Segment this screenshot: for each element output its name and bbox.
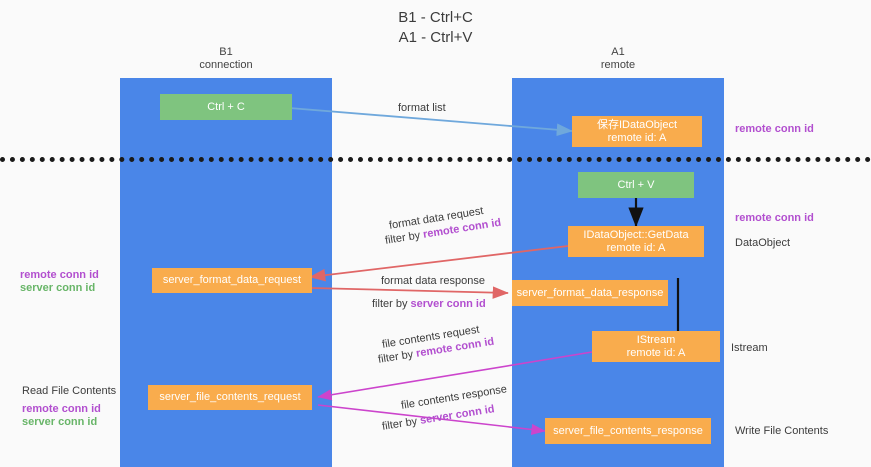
phase-divider — [0, 157, 871, 162]
page-title: B1 - Ctrl+C A1 - Ctrl+V — [0, 8, 871, 48]
column-header-right: A1 remote — [512, 46, 724, 72]
box-ctrl-c-label: Ctrl + C — [207, 100, 245, 113]
box-istream[interactable]: IStream remote id: A — [592, 331, 720, 362]
box-getdata-l1: IDataObject::GetData — [583, 228, 689, 241]
edge-label-format-data-response: format data response — [381, 275, 485, 287]
annotation-left-server-conn-id: server conn id — [20, 282, 96, 294]
box-server-file-contents-response-label: server_file_contents_response — [553, 424, 703, 437]
box-save-idataobject-l1: 保存IDataObject — [596, 118, 678, 131]
box-ctrl-c[interactable]: Ctrl + C — [160, 94, 292, 120]
box-idataobject-getdata[interactable]: IDataObject::GetData remote id: A — [568, 226, 704, 257]
annotation-left-remote-conn-id: remote conn id — [20, 269, 99, 281]
box-istream-l1: IStream — [636, 333, 676, 346]
box-save-idataobject[interactable]: 保存IDataObject remote id: A — [572, 116, 702, 147]
box-server-format-data-response-label: server_format_data_response — [516, 286, 664, 299]
box-ctrl-v-label: Ctrl + V — [617, 178, 655, 191]
annotation-right-mid-remote-conn-id: remote conn id — [735, 212, 814, 224]
edge-label-format-list: format list — [398, 102, 446, 114]
filter-prefix: filter by — [372, 298, 411, 310]
edge-label-format-data-response-filter: filter by server conn id — [372, 297, 486, 312]
column-right-name: A1 — [611, 46, 625, 58]
box-server-file-contents-response[interactable]: server_file_contents_response — [545, 418, 711, 444]
column-header-left: B1 connection — [120, 46, 332, 72]
box-server-file-contents-request[interactable]: server_file_contents_request — [148, 385, 312, 410]
box-save-idataobject-l2: remote id: A — [607, 131, 667, 144]
annotation-bottom-remote-conn-id: remote conn id — [22, 403, 101, 415]
annotation-write-file-contents: Write File Contents — [735, 425, 829, 437]
title-line-1: B1 - Ctrl+C — [398, 9, 473, 26]
filter-key-server-conn-id: server conn id — [410, 298, 486, 310]
box-server-format-data-request[interactable]: server_format_data_request — [152, 268, 312, 293]
box-server-format-data-response[interactable]: server_format_data_response — [512, 280, 668, 306]
annotation-read-file-contents: Read File Contents — [22, 385, 117, 397]
column-right-role: remote — [600, 59, 636, 71]
filter-prefix: filter by — [381, 414, 422, 433]
box-getdata-l2: remote id: A — [606, 241, 666, 254]
box-istream-l2: remote id: A — [626, 346, 686, 359]
box-server-file-contents-request-label: server_file_contents_request — [159, 391, 301, 403]
title-line-2: A1 - Ctrl+V — [398, 29, 473, 46]
box-ctrl-v[interactable]: Ctrl + V — [578, 172, 694, 198]
column-left-name: B1 — [219, 46, 233, 58]
annotation-bottom-server-conn-id: server conn id — [22, 416, 98, 428]
box-server-format-data-request-label: server_format_data_request — [162, 274, 302, 286]
annotation-dataobject: DataObject — [735, 237, 791, 249]
column-left-role: connection — [199, 59, 253, 71]
annotation-istream: Istream — [731, 342, 768, 354]
annotation-right-top-remote-conn-id: remote conn id — [735, 123, 814, 135]
